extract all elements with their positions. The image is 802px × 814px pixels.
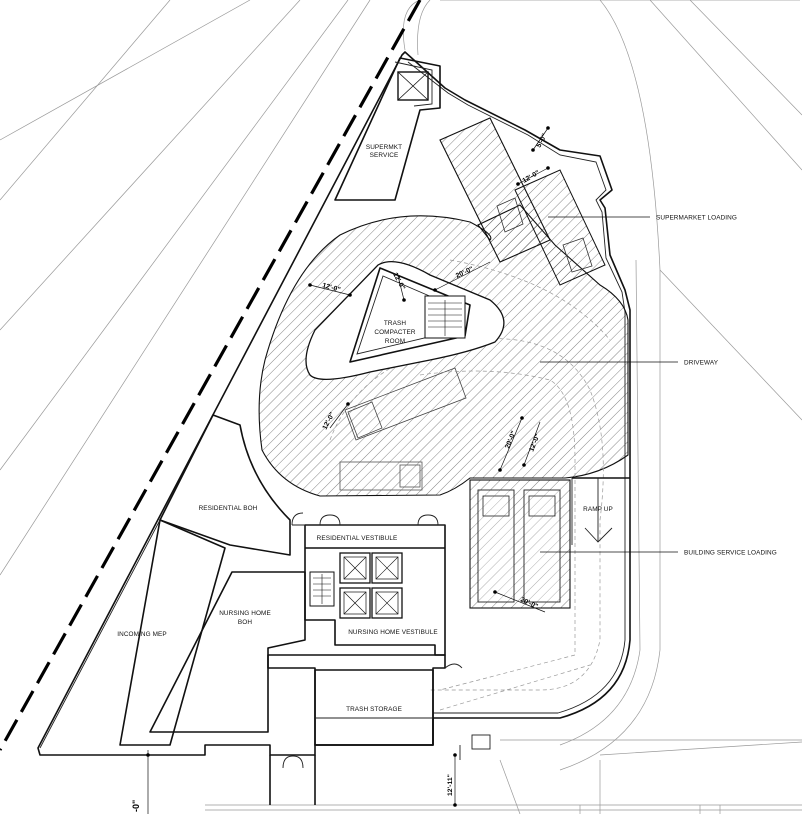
residential-vestibule-label: RESIDENTIAL VESTIBULE <box>317 535 398 542</box>
trash-compacter-label-3: ROOM <box>385 338 405 345</box>
trash-compacter-label-1: TRASH <box>384 320 406 327</box>
elevator-box-top <box>397 71 429 101</box>
building-outline <box>37 51 631 756</box>
property-line <box>0 0 422 751</box>
callouts: SUPERMARKET LOADING DRIVEWAY BUILDING SE… <box>540 215 777 557</box>
nursing-home-boh-label-2: BOH <box>238 619 252 626</box>
lower-building: RESIDENTIAL BOH INCOMING MEP NURSING HOM… <box>39 414 491 805</box>
dim-12-0-left: 12'-0" <box>321 282 341 294</box>
stair-trash <box>424 295 466 339</box>
residential-boh-label: RESIDENTIAL BOH <box>199 505 258 512</box>
driveway-label: DRIVEWAY <box>684 360 719 367</box>
building-service-loading-label: BUILDING SERVICE LOADING <box>684 550 777 557</box>
dim-left-edge: -0" <box>131 800 141 812</box>
dim-12-11: 12'-11" <box>447 774 454 796</box>
trash-compacter-island: TRASH COMPACTER ROOM <box>305 261 505 380</box>
dimension-annotations: 5'-0" 12'-0" 12'-0" 12'-0" 20'-0" 12'-0"… <box>131 126 550 814</box>
elevator-bank <box>339 552 403 619</box>
door-swing-bottom <box>282 755 304 769</box>
trash-storage-label: TRASH STORAGE <box>346 706 402 713</box>
supermarket-service-label-1: SUPERMKT <box>366 144 402 151</box>
truck-outlines <box>339 197 593 603</box>
door-swings-top <box>291 512 445 526</box>
ramp-up: RAMP UP <box>571 477 630 545</box>
bollard-box <box>471 734 491 750</box>
supermarket-service-room: SUPERMKT SERVICE <box>334 57 441 201</box>
ramp-up-label: RAMP UP <box>583 506 613 513</box>
supermarket-loading-label: SUPERMARKET LOADING <box>656 215 737 222</box>
stair-core <box>309 571 335 607</box>
nursing-home-boh-label-1: NURSING HOME <box>219 610 271 617</box>
trash-compacter-label-2: COMPACTER <box>374 329 416 336</box>
nursing-home-vestibule-label: NURSING HOME VESTIBULE <box>348 629 438 636</box>
incoming-mep-label: INCOMING MEP <box>117 631 167 638</box>
supermarket-service-label-2: SERVICE <box>370 152 399 159</box>
